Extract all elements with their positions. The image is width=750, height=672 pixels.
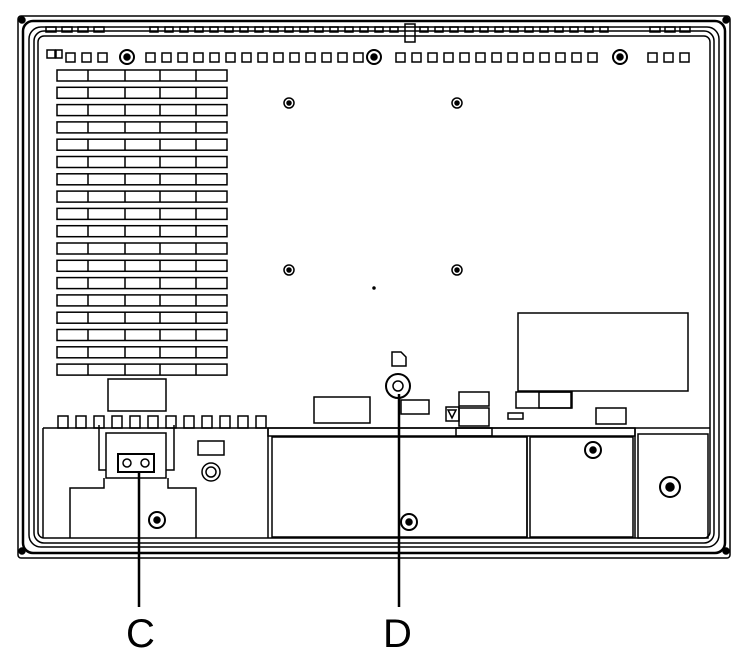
- vent-slot: [56, 138, 228, 151]
- vent-slot: [56, 242, 228, 255]
- vent-slot: [56, 259, 228, 273]
- vent-slot: [56, 276, 228, 290]
- mounting-posts: [283, 97, 463, 290]
- vent-slot: [56, 173, 228, 186]
- left-port: [107, 378, 167, 412]
- top-mounting-screws: [119, 49, 628, 65]
- power-connector: [69, 425, 197, 538]
- side-vent-slots: [56, 69, 228, 376]
- vent-slot: [56, 311, 228, 324]
- label-plate: [515, 312, 689, 425]
- vent-slot: [56, 294, 228, 307]
- callout-label-d: D: [383, 612, 412, 656]
- vent-slot: [56, 224, 228, 238]
- vent-slot: [56, 328, 228, 342]
- vent-slot: [56, 121, 228, 134]
- ground-terminal: [385, 351, 411, 399]
- vent-slot: [56, 86, 228, 100]
- top-vent-row: [45, 26, 691, 33]
- vent-slot: [56, 363, 228, 376]
- vent-slot: [56, 207, 228, 221]
- vent-slot: [56, 155, 228, 169]
- callout-label-c: C: [126, 612, 155, 656]
- panel-frame: [17, 15, 731, 559]
- vent-slot: [56, 69, 228, 82]
- lower-section: [42, 415, 710, 539]
- middle-components: [313, 391, 524, 427]
- vent-slot: [56, 190, 228, 203]
- square-vent-row: [46, 49, 690, 63]
- vent-slot: [56, 346, 228, 359]
- vent-slot: [56, 103, 228, 117]
